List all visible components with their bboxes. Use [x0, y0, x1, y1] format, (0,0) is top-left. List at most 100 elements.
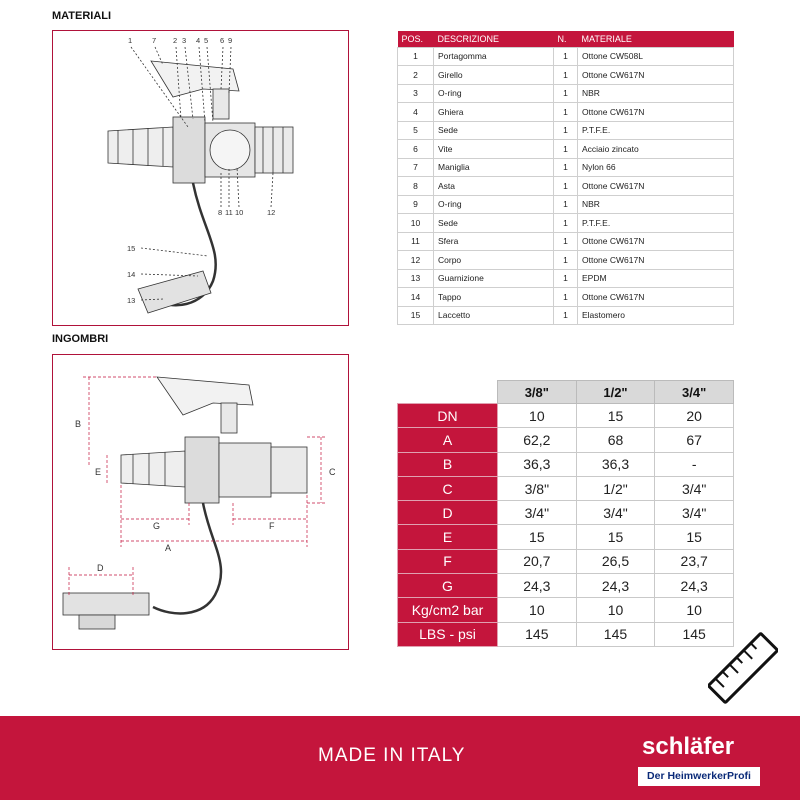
descrizione-cell: O-ring — [433, 83, 554, 103]
dimension-value: 68 — [575, 427, 656, 453]
valve-dimension-drawing: B E C G F A D — [62, 376, 336, 630]
materiale-cell: Ottone CW617N — [577, 65, 734, 85]
materiale-cell: Acciaio zincato — [577, 139, 734, 159]
dimension-value: 145 — [497, 621, 577, 647]
made-in-italy: MADE IN ITALY — [318, 745, 466, 766]
pos-cell: 8 — [397, 176, 434, 196]
brand-logo: schläfer — [642, 733, 735, 760]
n-cell: 1 — [553, 102, 578, 122]
n-cell: 1 — [553, 305, 578, 325]
callout-13: 13 — [127, 296, 135, 305]
descrizione-cell: Asta — [433, 176, 554, 196]
dimension-value: 67 — [654, 427, 734, 453]
callout-9: 9 — [228, 36, 232, 45]
descrizione-cell: Portagomma — [433, 46, 554, 66]
brand-tagline: Der HeimwerkerProfi — [638, 767, 760, 786]
dimensions-header-row: 3/8" 1/2" 3/4" — [397, 380, 734, 404]
footer-band — [0, 716, 800, 800]
dimension-label: B — [397, 451, 498, 477]
pos-cell: 7 — [397, 157, 434, 177]
materiale-cell: Ottone CW617N — [577, 102, 734, 122]
pos-cell: 9 — [397, 194, 434, 214]
header-size-1-2: 1/2" — [575, 380, 656, 404]
materiale-cell: Ottone CW617N — [577, 176, 734, 196]
materiali-title: MATERIALI — [52, 10, 112, 22]
n-cell: 1 — [553, 139, 578, 159]
header-size-3-8: 3/8" — [497, 380, 577, 404]
header-descrizione: DESCRIZIONE — [433, 31, 554, 47]
descrizione-cell: Tappo — [433, 287, 554, 307]
header-size-3-4: 3/4" — [654, 380, 734, 404]
materials-drawing: 1 7 2 3 4 5 6 9 8 11 10 12 15 14 13 — [52, 30, 349, 326]
dimension-label: D — [397, 500, 498, 526]
dimension-label: LBS - psi — [397, 621, 498, 647]
pos-cell: 6 — [397, 139, 434, 159]
dimension-value: 10 — [497, 402, 577, 429]
pos-cell: 13 — [397, 268, 434, 288]
dimension-value: 15 — [575, 524, 656, 550]
pos-cell: 1 — [397, 46, 434, 66]
n-cell: 1 — [553, 250, 578, 270]
pos-cell: 10 — [397, 213, 434, 233]
callout-7: 7 — [152, 36, 156, 45]
dimension-value: 145 — [654, 621, 734, 647]
callout-14: 14 — [127, 270, 135, 279]
dimension-value: 36,3 — [575, 451, 656, 477]
dim-label-a: A — [165, 543, 171, 553]
callout-8: 8 — [218, 208, 222, 217]
callout-6: 6 — [220, 36, 224, 45]
n-cell: 1 — [553, 46, 578, 66]
descrizione-cell: Guarnizione — [433, 268, 554, 288]
materiale-cell: P.T.F.E. — [577, 120, 734, 140]
dimension-value: 24,3 — [575, 573, 656, 599]
dimension-label: E — [397, 524, 498, 550]
n-cell: 1 — [553, 157, 578, 177]
dimension-value: 3/4" — [575, 500, 656, 526]
n-cell: 1 — [553, 268, 578, 288]
ruler-icon — [707, 628, 779, 713]
pos-cell: 2 — [397, 65, 434, 85]
materiale-cell: NBR — [577, 194, 734, 214]
dimension-label: Kg/cm2 bar — [397, 597, 498, 623]
descrizione-cell: Laccetto — [433, 305, 554, 325]
dimensions-drawing: B E C G F A D — [52, 354, 349, 650]
dimension-value: 15 — [575, 402, 656, 429]
dimension-value: 15 — [497, 524, 577, 550]
dimension-value: 1/2" — [575, 475, 656, 502]
pos-cell: 4 — [397, 102, 434, 122]
dim-label-c: C — [329, 467, 336, 477]
dimension-value: 24,3 — [654, 573, 734, 599]
descrizione-cell: Girello — [433, 65, 554, 85]
dimension-value: 10 — [497, 597, 577, 623]
dimension-value: 3/4" — [654, 475, 734, 502]
dim-label-e: E — [95, 467, 101, 477]
pos-cell: 12 — [397, 250, 434, 270]
valve-section-drawing: 1 7 2 3 4 5 6 9 8 11 10 12 15 14 13 — [107, 36, 294, 314]
header-pos: POS. — [397, 31, 434, 47]
n-cell: 1 — [553, 83, 578, 103]
callout-3: 3 — [182, 36, 186, 45]
materiale-cell: Nylon 66 — [577, 157, 734, 177]
descrizione-cell: Sede — [433, 213, 554, 233]
header-n: N. — [553, 31, 578, 47]
callout-10: 10 — [235, 208, 243, 217]
